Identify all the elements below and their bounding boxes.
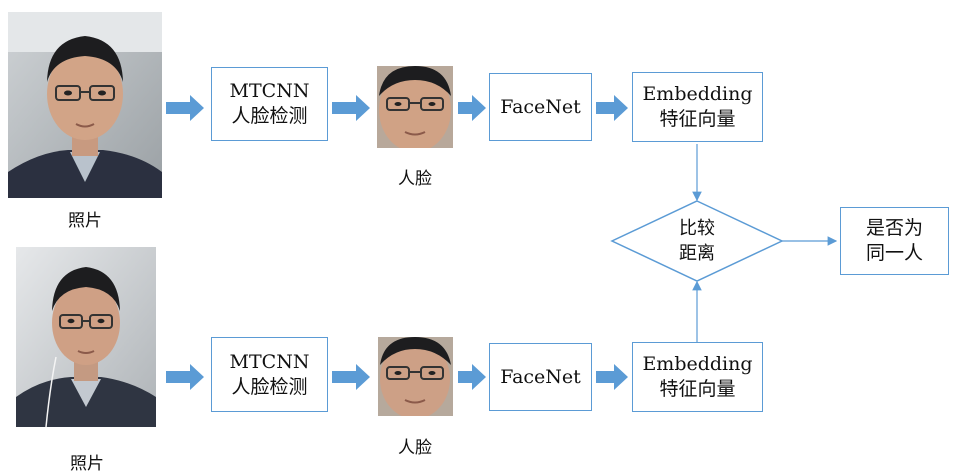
face-caption-1: 人脸: [398, 169, 432, 189]
block-arrow: [332, 95, 370, 121]
block-arrow: [332, 364, 370, 390]
mtcnn-label: MTCNN: [229, 80, 310, 102]
embedding-box-1: Embedding 特征向量: [632, 72, 763, 142]
person-photo-1: [8, 12, 162, 198]
face-crop-2: [378, 337, 453, 416]
face-caption-2: 人脸: [398, 438, 432, 458]
compare-line2: 距离: [679, 243, 715, 264]
embedding-label: Embedding: [642, 83, 753, 105]
result-line1: 是否为: [865, 217, 923, 239]
mtcnn-label: MTCNN: [229, 350, 310, 373]
block-arrow: [458, 364, 486, 390]
facenet-label: FaceNet: [500, 95, 581, 118]
mtcnn-box-1: MTCNN 人脸检测: [211, 67, 328, 141]
mtcnn-sublabel: 人脸检测: [231, 105, 308, 127]
facenet-box-1: FaceNet: [489, 73, 592, 141]
compare-diamond: [610, 200, 784, 282]
compare-line1: 比较: [679, 218, 715, 239]
embedding-sublabel: 特征向量: [659, 378, 736, 400]
embedding-label: Embedding: [642, 353, 753, 375]
block-arrow: [596, 364, 628, 390]
photo-caption-1: 照片: [68, 211, 102, 231]
facenet-box-2: FaceNet: [489, 343, 592, 411]
face-crop-1: [377, 66, 453, 148]
compare-text: 比较 距离: [647, 216, 747, 266]
block-arrow: [166, 364, 204, 390]
block-arrow: [166, 95, 204, 121]
photo-caption-2: 照片: [70, 454, 104, 474]
embedding-sublabel: 特征向量: [659, 108, 736, 130]
block-arrow: [596, 95, 628, 121]
block-arrow: [458, 95, 486, 121]
facenet-label: FaceNet: [500, 365, 581, 388]
embedding-box-2: Embedding 特征向量: [632, 342, 763, 412]
result-line2: 同一人: [865, 242, 923, 264]
result-box: 是否为 同一人: [840, 207, 949, 275]
mtcnn-sublabel: 人脸检测: [231, 375, 308, 398]
mtcnn-box-2: MTCNN 人脸检测: [211, 337, 328, 412]
person-photo-2: [16, 247, 156, 427]
